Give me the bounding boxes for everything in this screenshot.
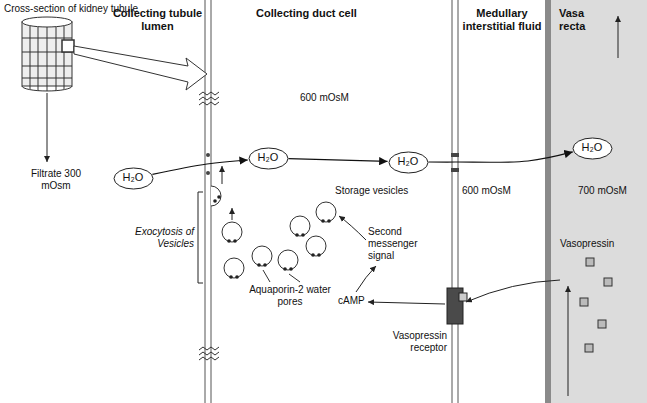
bracket xyxy=(198,192,203,283)
figure-note: Cross-section of kidney tubule xyxy=(4,3,184,15)
water-flow-arrow xyxy=(429,152,573,162)
molecule-label: Vasopressin xyxy=(560,238,632,250)
vasa-recta-ground xyxy=(551,0,647,403)
apical-membrane xyxy=(205,0,211,403)
molecule-name: H₂O xyxy=(249,147,288,168)
hormone-symbol xyxy=(580,258,612,352)
molecule-name: H₂O xyxy=(389,151,428,172)
tight-junction xyxy=(199,347,219,360)
basolateral-membrane xyxy=(452,0,458,403)
part-label: Storage vesicles xyxy=(335,185,430,197)
molecule-ellipse: H₂O xyxy=(248,147,289,170)
vessel-region: Vasa rectaH₂O xyxy=(553,4,643,394)
hormone-symbol xyxy=(459,293,467,301)
concentration-label: Filtrate 300 mOsm xyxy=(30,168,82,192)
leader-line xyxy=(263,270,300,282)
molecule-name: H₂O xyxy=(114,167,153,188)
concentration-label: 700 mOsM xyxy=(578,185,640,197)
molecule-ellipse: H₂O xyxy=(388,151,429,174)
part-label: Vasopressin receptor xyxy=(385,330,447,354)
ellipse-shape xyxy=(249,148,288,169)
part-label: Aquaporin-2 water pores xyxy=(248,284,332,308)
tubule-cross-section xyxy=(22,17,74,91)
vesicle xyxy=(211,186,336,278)
concentration-label: 600 mOsM xyxy=(462,185,522,197)
molecule-name: H₂O xyxy=(573,137,612,158)
aquaporin-dot xyxy=(213,195,331,279)
water-flow-arrow xyxy=(288,159,387,162)
region-heading: Medullary interstitial fluid xyxy=(460,4,544,36)
molecule-label: cAMP xyxy=(338,295,378,307)
ellipse-shape xyxy=(389,152,428,173)
concentration-label: 600 mOsM xyxy=(300,92,360,104)
zoom-arrow xyxy=(74,46,207,90)
lumen-region: Collecting tubule lumenH₂O xyxy=(110,4,205,394)
vessel-wall xyxy=(545,0,551,403)
ellipse-shape xyxy=(114,168,153,189)
water-flow-arrow xyxy=(152,160,247,174)
flow-arrow xyxy=(47,93,48,162)
molecule-ellipse: H₂O xyxy=(572,137,613,160)
interstitium-region: Medullary interstitial fluid xyxy=(460,4,544,394)
ellipse-shape xyxy=(573,138,612,159)
region-heading: Collecting duct cell xyxy=(214,4,450,23)
region-heading: Vasa recta xyxy=(553,4,608,36)
molecule-ellipse: H₂O xyxy=(113,167,154,190)
tight-junction xyxy=(199,92,219,105)
part-label: Second messenger signal xyxy=(368,226,432,262)
process-arrow xyxy=(222,16,618,396)
process-label: Exocytosis of Vesicles xyxy=(134,226,194,250)
